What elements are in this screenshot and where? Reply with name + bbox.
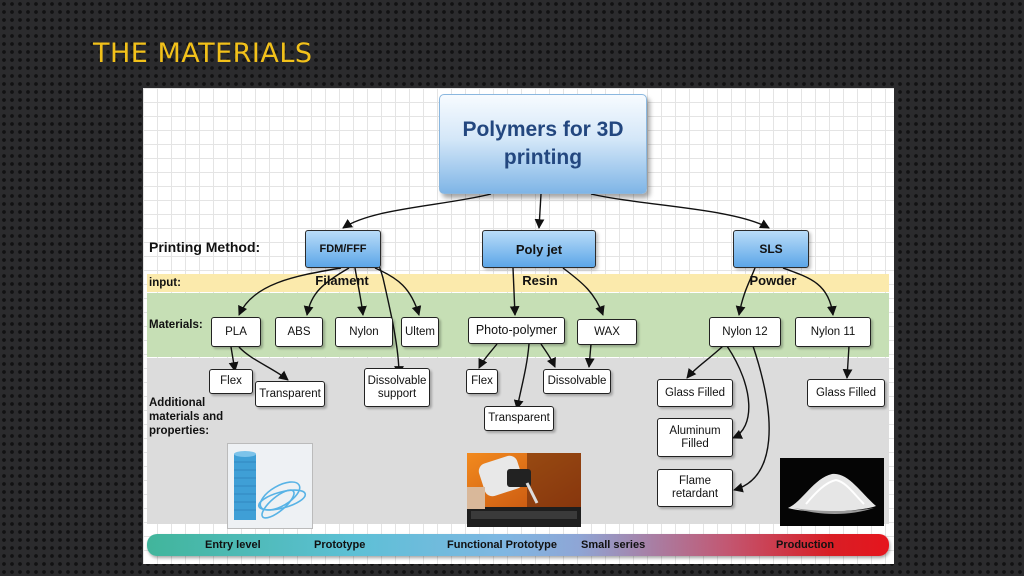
input-resin: Resin <box>522 273 558 288</box>
material-nylon-12: Nylon 12 <box>709 317 781 347</box>
additional-flex-fdm: Flex <box>209 369 253 394</box>
slide-title: THE MATERIALS <box>93 38 313 69</box>
material-wax: WAX <box>577 319 637 345</box>
root-node: Polymers for 3D printing <box>439 94 647 194</box>
input-powder: Powder <box>749 273 797 288</box>
additional-flex-resin: Flex <box>466 369 498 394</box>
resin-printer-photo <box>467 453 581 527</box>
scale-functional-prototype: Functional Prototype <box>447 539 557 551</box>
input-label: input: <box>149 277 181 289</box>
additional-transparent-resin: Transparent <box>484 406 554 431</box>
connector-lines <box>228 193 853 493</box>
material-photo-polymer: Photo-polymer <box>468 317 565 344</box>
material-nylon: Nylon <box>335 317 393 347</box>
additional-label: Additional materials and properties: <box>149 397 224 437</box>
method-sls: SLS <box>733 230 809 268</box>
additional-glass-filled-nylon-12: Glass Filled <box>657 379 733 407</box>
additional-aluminum-filled: Aluminum Filled <box>657 418 733 457</box>
additional-dissolvable-resin: Dissolvable <box>543 369 611 394</box>
method-poly-jet: Poly jet <box>482 230 596 268</box>
materials-label: Materials: <box>149 319 203 331</box>
material-ultem: Ultem <box>401 317 439 347</box>
application-scale-bar: Entry level Prototype Functional Prototy… <box>147 534 889 556</box>
powder-pile-photo <box>780 458 884 526</box>
filament-spool-photo <box>227 443 313 529</box>
additional-transparent-fdm: Transparent <box>255 381 325 407</box>
material-abs: ABS <box>275 317 323 347</box>
scale-entry-level: Entry level <box>205 539 261 551</box>
scale-production: Production <box>776 539 835 551</box>
additional-glass-filled-nylon-11: Glass Filled <box>807 379 885 407</box>
diagram-panel: Printing Method: input: Materials: Addit… <box>143 88 894 564</box>
scale-prototype: Prototype <box>314 539 366 551</box>
additional-flame-retardant: Flame retardant <box>657 469 733 507</box>
material-nylon-11: Nylon 11 <box>795 317 871 347</box>
input-filament: Filament <box>315 273 369 288</box>
material-pla: PLA <box>211 317 261 347</box>
additional-dissolvable-support: Dissolvable support <box>364 368 430 407</box>
method-fdm-fff: FDM/FFF <box>305 230 381 268</box>
printing-method-label: Printing Method: <box>149 239 261 255</box>
scale-small-series: Small series <box>581 539 646 551</box>
